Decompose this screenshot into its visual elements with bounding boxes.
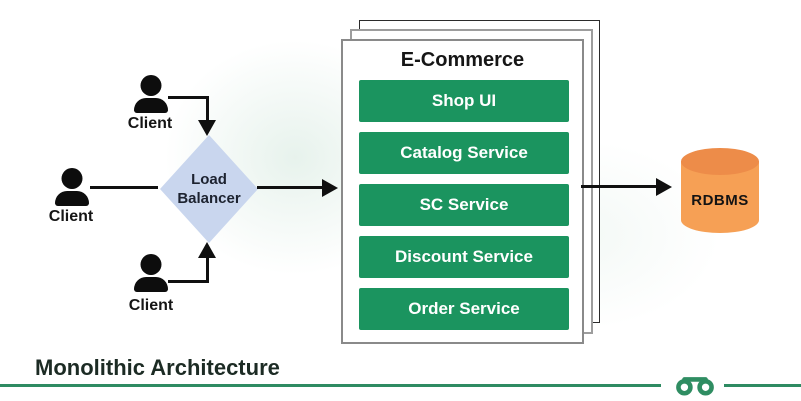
connector-line — [206, 256, 209, 283]
connector-line — [581, 185, 658, 188]
service-box-shop-ui: Shop UI — [359, 80, 569, 122]
database-cylinder-icon: RDBMS — [681, 148, 759, 233]
connector-line — [168, 280, 209, 283]
person-head-icon — [61, 168, 83, 189]
client-label: Client — [48, 208, 94, 225]
diagram-title: Monolithic Architecture — [35, 355, 280, 380]
service-box-sc-service: SC Service — [359, 184, 569, 226]
connector-line — [206, 96, 209, 123]
load-balancer-label: Load Balancer — [177, 170, 241, 208]
person-body-icon — [55, 191, 89, 206]
client-label: Client — [128, 297, 174, 314]
person-icon — [133, 254, 169, 292]
connector-line — [257, 186, 325, 189]
arrowhead-up-icon — [198, 242, 216, 258]
footer-divider-line — [0, 384, 801, 387]
ecommerce-box: E-Commerce Shop UI Catalog Service SC Se… — [341, 39, 584, 344]
arrowhead-right-icon — [322, 179, 338, 197]
geeksforgeeks-logo-icon — [676, 377, 714, 396]
client-label: Client — [127, 115, 173, 132]
cylinder-top — [681, 148, 759, 175]
arrowhead-right-icon — [656, 178, 672, 196]
ecommerce-title: E-Commerce — [400, 49, 525, 71]
connector-line — [90, 186, 158, 189]
service-box-discount-service: Discount Service — [359, 236, 569, 278]
person-icon — [54, 168, 90, 206]
person-icon — [133, 75, 169, 113]
person-body-icon — [134, 277, 168, 292]
service-box-catalog-service: Catalog Service — [359, 132, 569, 174]
arrowhead-down-icon — [198, 120, 216, 136]
connector-line — [168, 96, 209, 99]
person-body-icon — [134, 98, 168, 113]
person-head-icon — [140, 75, 162, 96]
person-head-icon — [140, 254, 162, 275]
service-box-order-service: Order Service — [359, 288, 569, 330]
database-label: RDBMS — [691, 192, 749, 209]
